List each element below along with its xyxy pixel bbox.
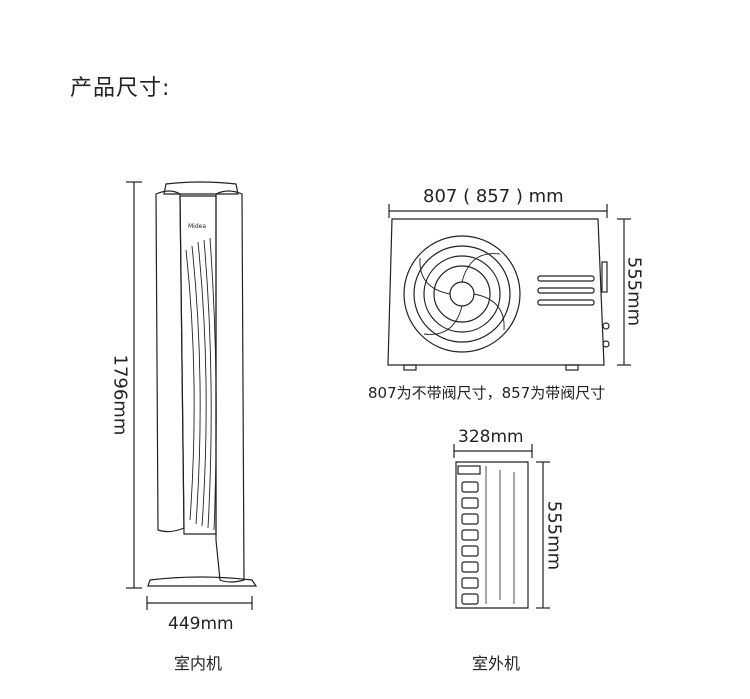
indoor-width-label: 449mm <box>168 614 234 634</box>
outdoor-caption: 室外机 <box>472 654 521 673</box>
outdoor-height-label: 555mm <box>623 256 645 327</box>
outdoor-unit-front-drawing <box>387 204 631 371</box>
indoor-height-label: 1796mm <box>109 354 131 436</box>
indoor-caption: 室内机 <box>174 654 223 673</box>
page-title: 产品尺寸: <box>70 76 171 101</box>
outdoor-unit-side-drawing <box>453 444 550 609</box>
indoor-unit-drawing <box>126 181 258 610</box>
outdoor-width-label: 807 ( 857 ) mm <box>423 186 564 207</box>
outdoor-depth-label: 328mm <box>458 427 524 447</box>
outdoor-side-height-label: 555mm <box>543 500 565 571</box>
midea-logo: Midea <box>188 223 206 230</box>
outdoor-valve-note: 807为不带阀尺寸，857为带阀尺寸 <box>368 384 606 402</box>
